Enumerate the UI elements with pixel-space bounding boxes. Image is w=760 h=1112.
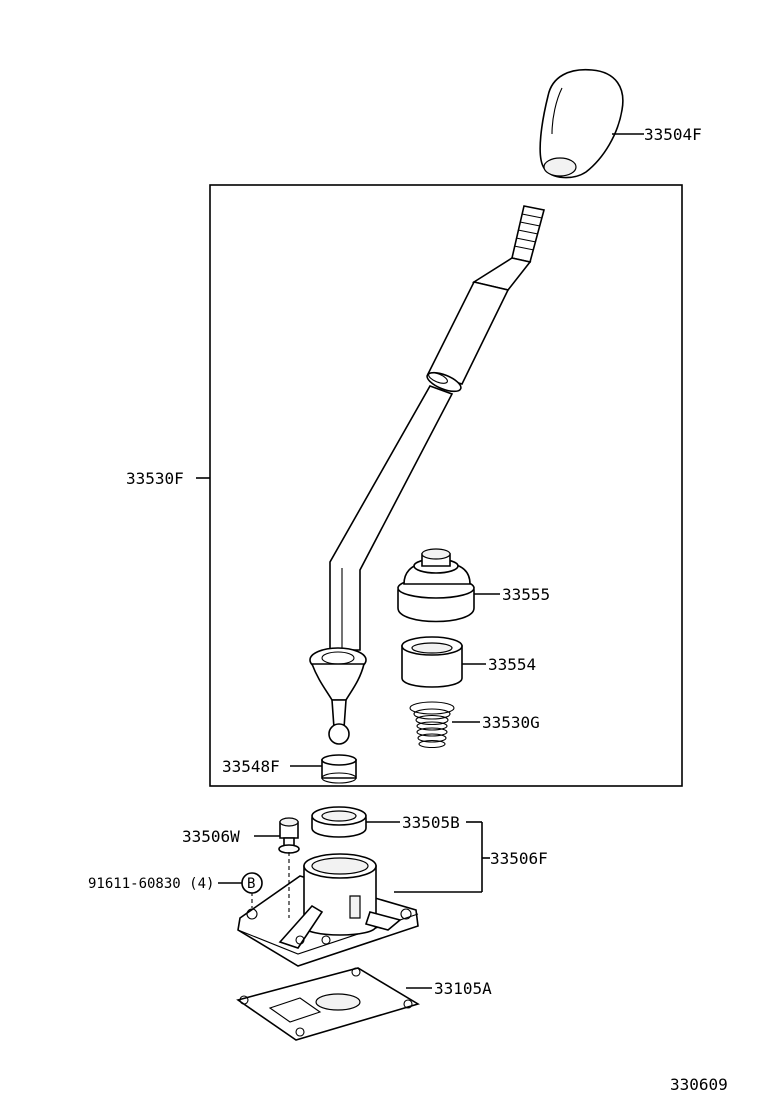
shift-lever — [309, 205, 545, 745]
label-33505B: 33505B — [402, 813, 460, 832]
label-33530G: 33530G — [482, 713, 540, 732]
bolt-callout: B — [218, 872, 263, 894]
gasket-33105A — [236, 967, 420, 1041]
label-33555: 33555 — [502, 585, 550, 604]
label-33504F: 33504F — [644, 125, 702, 144]
seat-33548F — [321, 754, 357, 784]
shift-knob — [539, 68, 624, 179]
bolt-marker-b: B — [247, 876, 255, 892]
label-33554: 33554 — [488, 655, 536, 674]
shift-housing-33506F — [237, 853, 419, 967]
figure-number: 330609 — [670, 1075, 728, 1094]
label-33548F: 33548F — [222, 757, 280, 776]
lever-assembly-frame — [209, 184, 683, 787]
label-33105A: 33105A — [434, 979, 492, 998]
retainer-33555 — [397, 548, 475, 623]
stopper-pin-33506W — [278, 817, 300, 854]
spring-33530G — [409, 701, 455, 749]
label-91611-60830: 91611-60830 (4) — [88, 876, 214, 892]
label-33506W: 33506W — [182, 827, 240, 846]
label-33506F: 33506F — [490, 849, 548, 868]
label-33530F: 33530F — [126, 469, 184, 488]
bushing-33554 — [401, 636, 463, 688]
retainer-ring-33505B — [311, 806, 367, 838]
bracket-33506F — [394, 821, 490, 893]
